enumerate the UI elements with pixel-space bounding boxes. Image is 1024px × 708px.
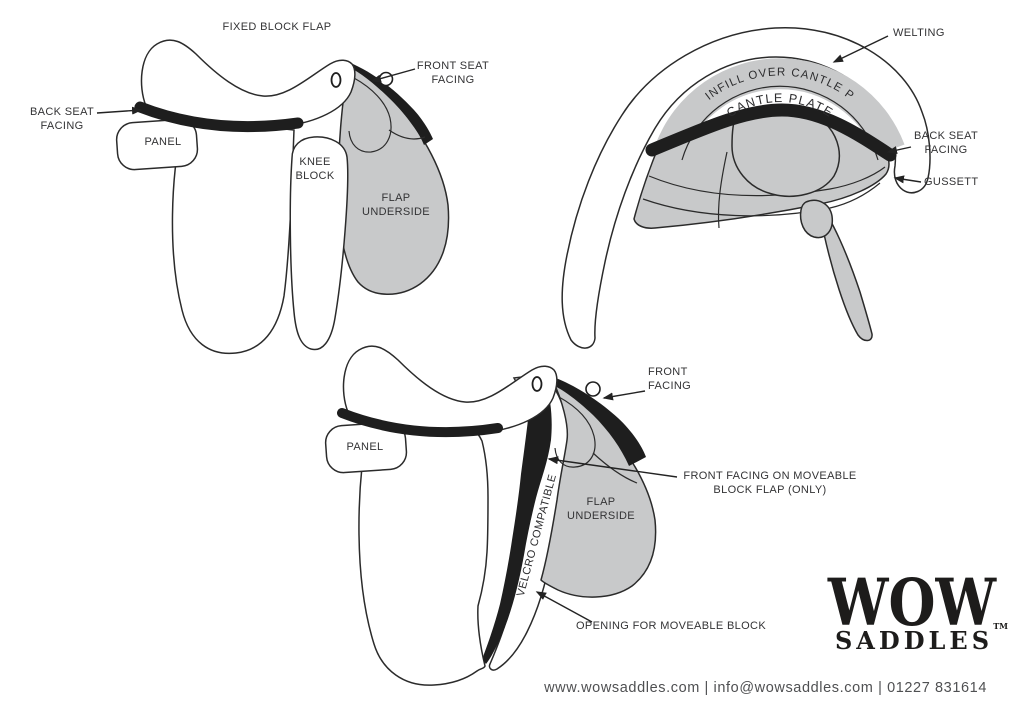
- infill-band-shape: [655, 58, 905, 156]
- back-seat-facing-label: BACK SEAT FACING: [29, 106, 95, 132]
- back-seat-facing-rear-arrow: [886, 146, 912, 154]
- back-seat-facing-rear-label: BACK SEAT FACING: [913, 130, 979, 156]
- d-ring-moveable: [585, 381, 601, 397]
- welting-label: WELTING: [893, 27, 945, 39]
- welting-arrow: [832, 35, 889, 63]
- flap-seam-connector: [388, 129, 426, 140]
- flap-seam-connector-moveable: [592, 452, 638, 484]
- flap-underside-moveable-label: FLAP UNDERSIDE: [567, 496, 635, 522]
- trademark-mark: TM: [993, 621, 1008, 631]
- front-facing-strip-moveable: [544, 375, 646, 466]
- opening-for-moveable-block-label: OPENING FOR MOVEABLE BLOCK: [576, 620, 767, 632]
- stirrup-bar-slot-moveable: [531, 376, 543, 392]
- knee-block-label: KNEE BLOCK: [295, 156, 335, 182]
- flap-underside-label: FLAP UNDERSIDE: [362, 192, 430, 218]
- saddle-side-view-fixed: [96, 39, 450, 355]
- front-facing-label: FRONT FACING: [648, 366, 692, 392]
- front-seat-facing-label: FRONT SEAT FACING: [416, 60, 490, 86]
- contact-line: www.wowsaddles.com | info@wowsaddles.com…: [544, 680, 987, 696]
- brand-logo: WOW SADDLES TM: [816, 564, 1008, 655]
- knee-block-shape: [289, 136, 349, 351]
- front-facing-moveable-arrow: [547, 456, 678, 478]
- rear-bump-shape: [799, 199, 834, 239]
- front-seat-facing-strip: [343, 61, 433, 145]
- gussett-arrow: [893, 175, 922, 184]
- panel-shape: [115, 118, 199, 171]
- back-seat-facing-strip-moveable: [337, 408, 503, 438]
- opening-arrow: [535, 591, 593, 623]
- saddle-side-view-moveable: VELCRO COMPATIBLE: [324, 345, 678, 686]
- brand-name: WOW: [827, 564, 997, 641]
- front-seat-facing-arrow: [370, 68, 416, 83]
- front-facing-arrow: [602, 390, 646, 401]
- brand-subtitle: SADDLES: [834, 626, 994, 655]
- moveable-opening-strip: [483, 372, 552, 664]
- flap-seam: [348, 77, 392, 153]
- back-seat-facing-strip: [134, 101, 304, 133]
- back-seat-facing-strip-rear: [645, 103, 897, 162]
- saddle-rear-view: INFILL OVER CANTLE P CANTLE PLATE: [561, 27, 931, 349]
- back-seat-facing-arrow: [96, 106, 143, 115]
- front-facing-on-moveable-label: FRONT FACING ON MOVEABLE BLOCK FLAP (ONL…: [683, 470, 857, 496]
- panel-seam-vertical: [717, 151, 728, 229]
- welting-band-shape: [561, 27, 931, 349]
- panel-moveable-label: PANEL: [346, 441, 384, 453]
- panel-label: PANEL: [144, 136, 182, 148]
- flap-seam-moveable: [554, 396, 596, 468]
- gussett-label: GUSSETT: [924, 176, 979, 188]
- main-flap-shape-moveable: [358, 421, 489, 686]
- stirrup-bar-slot: [330, 72, 342, 88]
- fixed-block-flap-title: FIXED BLOCK FLAP: [222, 21, 332, 33]
